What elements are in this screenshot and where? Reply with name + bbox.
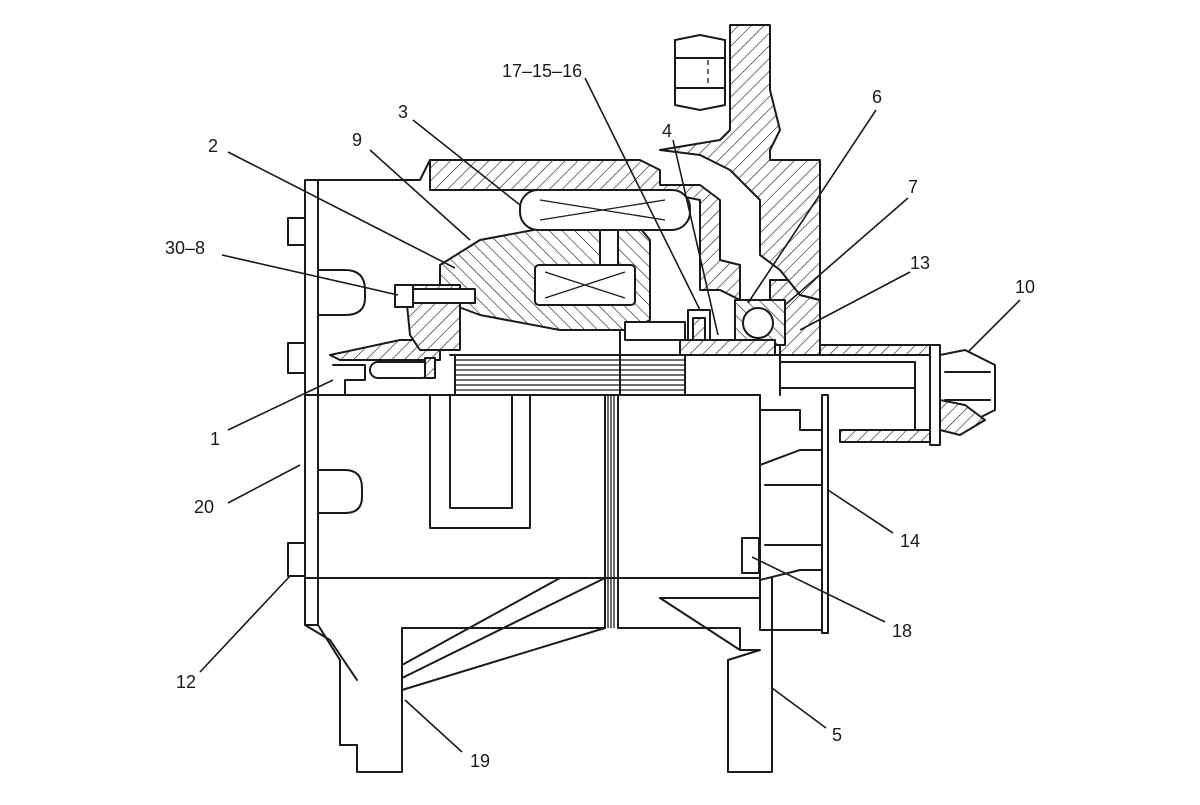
callout-12: 12 — [176, 672, 197, 692]
callout-3: 3 — [398, 102, 409, 122]
through-bolts — [287, 217, 760, 577]
top-mount-bolt — [674, 34, 726, 111]
callout-20: 20 — [194, 497, 215, 517]
callout-18: 18 — [892, 621, 913, 641]
rotor-shaft — [449, 354, 916, 431]
callout-5: 5 — [832, 725, 843, 745]
rear-seal — [332, 357, 436, 396]
field-coil — [519, 189, 691, 306]
brush-holder-bolt — [394, 284, 476, 308]
callout-2: 2 — [208, 136, 219, 156]
callout-6: 6 — [872, 87, 883, 107]
callout-4: 4 — [662, 121, 673, 141]
callout-30-8: 30–8 — [165, 238, 206, 258]
callout-13: 13 — [910, 253, 931, 273]
mounting-foot-left — [304, 577, 606, 773]
callout-14: 14 — [900, 531, 921, 551]
callout-7: 7 — [908, 177, 919, 197]
leader-lines — [199, 77, 1021, 753]
bearing — [734, 299, 786, 346]
fan — [759, 394, 829, 634]
retainer-assembly — [624, 309, 776, 356]
callout-9: 9 — [352, 130, 363, 150]
stator-laminations — [454, 354, 686, 396]
pulley-nut — [929, 344, 996, 446]
callout-19: 19 — [470, 751, 491, 771]
callout-10: 10 — [1015, 277, 1036, 297]
callout-1: 1 — [210, 429, 221, 449]
callout-17-15-16: 17–15–16 — [502, 61, 583, 81]
mounting-foot-right — [617, 577, 773, 773]
rear-housing — [304, 159, 761, 629]
